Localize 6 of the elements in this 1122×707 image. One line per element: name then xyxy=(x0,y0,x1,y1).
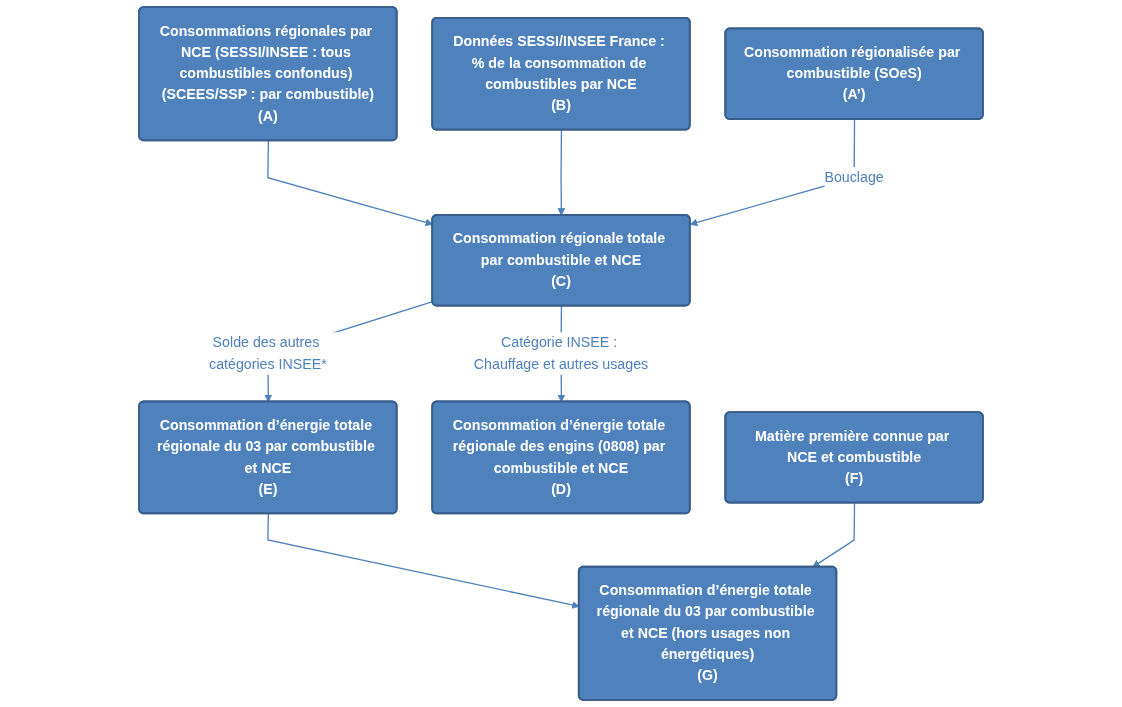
arrow xyxy=(557,129,566,216)
arrow xyxy=(267,140,433,227)
edge-label: Catégorie INSEE : Chauffage et autres usages xyxy=(473,334,649,372)
arrow xyxy=(812,502,856,568)
edge-label: Solde des autres catégories INSEE* xyxy=(209,334,327,372)
edge-label: Bouclage xyxy=(824,169,884,185)
